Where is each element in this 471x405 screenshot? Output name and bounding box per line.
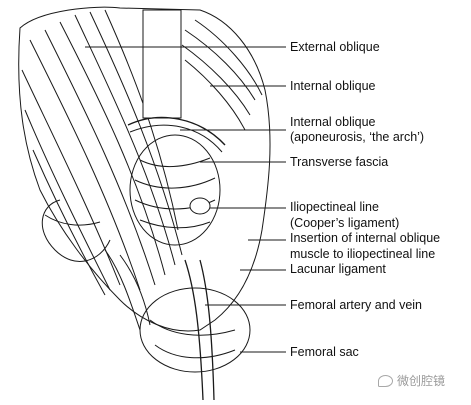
chat-bubble-icon <box>378 374 393 387</box>
transverse-fascia-shape <box>129 134 221 246</box>
label-lacunar-ligament: Lacunar ligament <box>290 262 386 276</box>
label-iliopectineal-line-2: (Cooper’s ligament) <box>290 216 400 230</box>
label-internal-oblique-aponeurosis-2: (aponeurosis, ‘the arch’) <box>290 130 425 144</box>
label-internal-oblique: Internal oblique <box>290 79 376 93</box>
femoral-vessel-tube <box>184 259 204 401</box>
label-femoral-sac: Femoral sac <box>290 345 359 359</box>
watermark-text: 微创腔镜 <box>397 374 446 388</box>
femoral-ring <box>189 197 211 215</box>
femoral-sac-shape <box>139 287 251 373</box>
label-femoral-artery-vein: Femoral artery and vein <box>290 298 423 312</box>
label-insertion-1: Insertion of internal oblique <box>290 231 441 245</box>
cord-window <box>142 9 182 119</box>
external-oblique-muscle <box>18 6 271 332</box>
label-iliopectineal-line-1: Iliopectineal line <box>290 200 379 214</box>
aponeurosis-arch <box>127 116 226 146</box>
label-external-oblique: External oblique <box>290 40 380 54</box>
label-insertion-2: muscle to iliopectineal line <box>290 247 436 261</box>
watermark: 微创腔镜 <box>378 372 445 389</box>
label-transverse-fascia: Transverse fascia <box>290 155 389 169</box>
label-internal-oblique-aponeurosis-1: Internal oblique <box>290 115 376 129</box>
